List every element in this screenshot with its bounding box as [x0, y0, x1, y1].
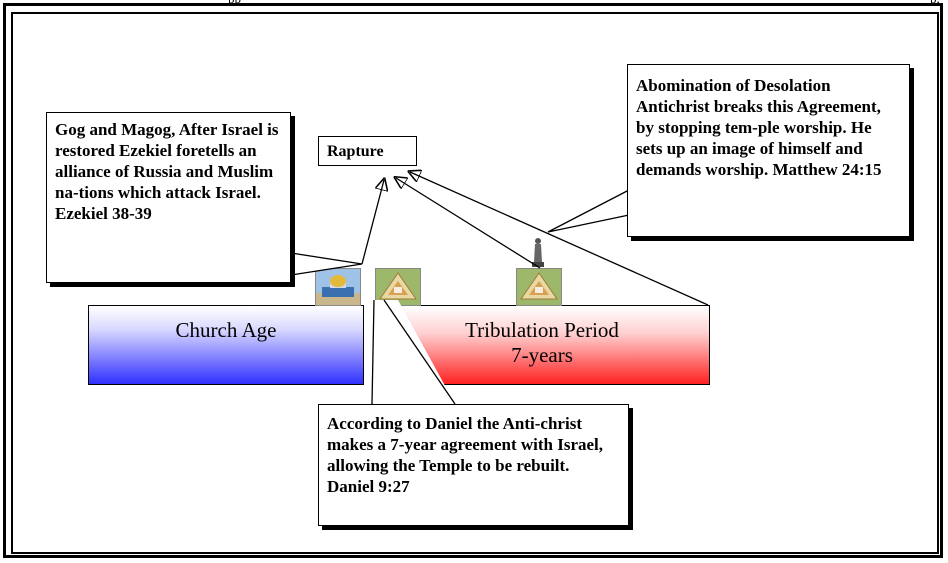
tribulation-years-label: 7-years: [511, 343, 573, 367]
rapture-label: Rapture: [327, 143, 384, 160]
statue-icon: [530, 236, 546, 268]
church-age-label: Church Age: [175, 318, 277, 342]
abomination-callout-pointer: [547, 189, 630, 233]
rapture-label-box: Rapture: [318, 136, 417, 166]
daniel-callout: According to Daniel the Anti-christ make…: [318, 404, 629, 526]
daniel-text: According to Daniel the Anti-christ make…: [327, 414, 604, 496]
daniel-callout-pointer-right: [383, 299, 456, 405]
abomination-text: Antichrist breaks this Agreement, by sto…: [636, 97, 882, 179]
outer-frame: [3, 3, 943, 558]
top-cut-caption: pp p,: [0, 0, 948, 8]
daniel-callout-pointer-left: [371, 299, 375, 405]
gog-magog-callout: Gog and Magog, After Israel is restored …: [46, 112, 291, 283]
dome-of-the-rock-image: [315, 268, 361, 306]
arrow-to-rapture-1: [361, 180, 384, 265]
abomination-title: Abomination of Desolation: [636, 76, 831, 95]
gog-magog-text: Gog and Magog, After Israel is restored …: [55, 120, 279, 223]
abomination-callout: Abomination of Desolation Antichrist bre…: [627, 64, 910, 237]
arrow-to-rapture-2: [396, 178, 541, 269]
church-age-bar: Church Age: [88, 305, 364, 385]
temple-model-image: [516, 268, 562, 306]
inner-frame: [11, 12, 939, 554]
arrow-to-rapture-3: [410, 172, 709, 306]
tribulation-label: Tribulation Period: [465, 318, 619, 342]
